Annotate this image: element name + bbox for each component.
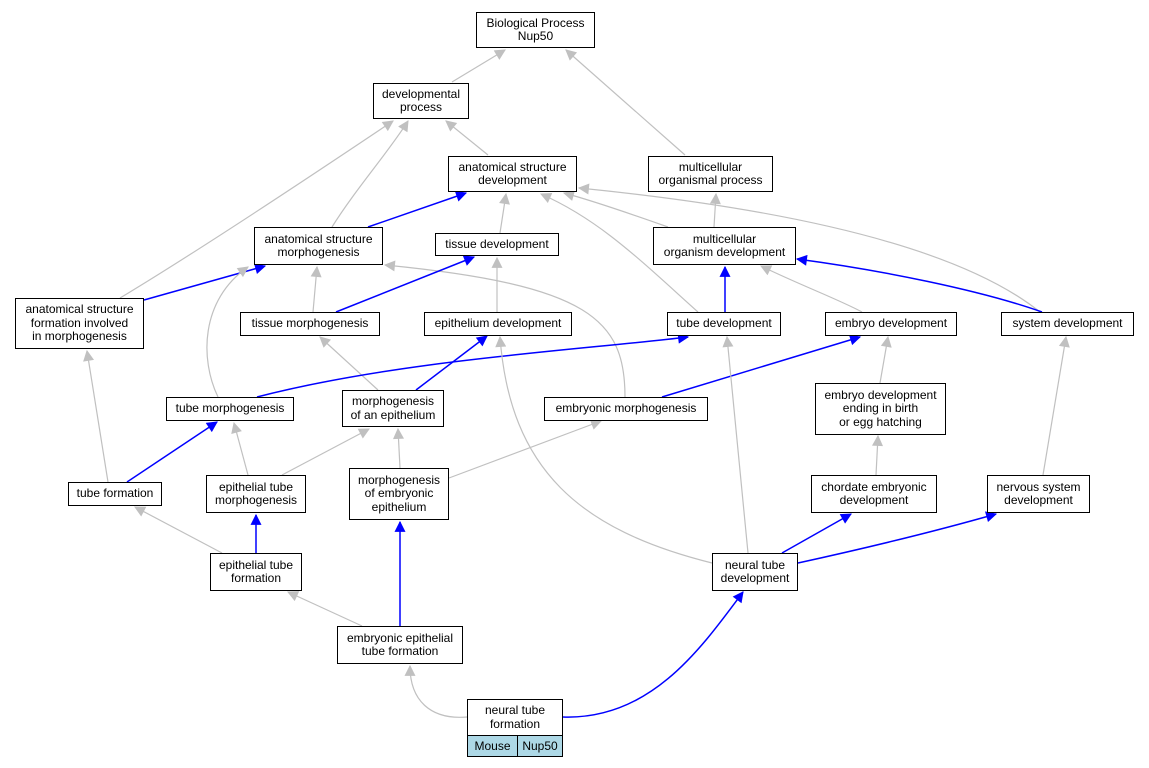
part-of-edge-27 (126, 421, 218, 483)
is-a-edge-36 (287, 591, 363, 627)
node-morphogenesis-of-an-epithelium[interactable]: morphogenesis of an epithelium (342, 390, 444, 427)
is-a-edge-7 (577, 183, 1041, 313)
is-a-edge-32 (872, 434, 883, 476)
is-a-edge-24 (879, 335, 892, 384)
node-biological-process[interactable]: Biological Process Nup50 (476, 12, 595, 48)
node-developmental-process[interactable]: developmental process (373, 83, 469, 119)
part-of-edge-37 (781, 513, 852, 554)
is-a-edge-1 (565, 49, 686, 156)
gene-tag: Nup50 (517, 735, 563, 757)
is-a-edge-18 (760, 265, 863, 313)
is-a-edge-8 (499, 192, 510, 234)
node-anatomical-structure-formation[interactable]: anatomical structure formation involved … (15, 298, 144, 349)
is-a-edge-11 (383, 260, 626, 398)
is-a-edge-28 (231, 421, 249, 476)
node-nervous-system-development[interactable]: nervous system development (987, 475, 1090, 513)
is-a-edge-34 (134, 506, 223, 554)
is-a-edge-25 (1042, 335, 1070, 476)
node-epithelial-tube-formation[interactable]: epithelial tube formation (210, 553, 302, 591)
is-a-edge-3 (119, 120, 394, 299)
node-tube-formation[interactable]: tube formation (68, 482, 162, 506)
is-a-edge-21 (319, 336, 379, 391)
node-system-development[interactable]: system development (1001, 312, 1134, 336)
part-of-edge-22 (256, 332, 690, 398)
node-embryonic-epithelial-tube-formation[interactable]: embryonic epithelial tube formation (337, 626, 463, 664)
part-of-edge-14 (143, 263, 267, 301)
part-of-edge-13 (335, 255, 476, 313)
part-of-edge-20 (415, 335, 488, 391)
is-a-edge-31 (448, 419, 603, 479)
node-epithelial-tube-morphogenesis[interactable]: epithelial tube morphogenesis (206, 475, 306, 513)
node-neural-tube-formation[interactable]: neural tube formation (467, 699, 563, 736)
is-a-edge-30 (393, 427, 404, 469)
is-a-edge-6 (562, 190, 669, 228)
node-multicellular-organism-development[interactable]: multicellular organism development (653, 227, 796, 265)
node-anatomical-structure-morphogenesis[interactable]: anatomical structure morphogenesis (254, 227, 383, 265)
is-a-edge-41 (404, 664, 468, 718)
node-tube-morphogenesis[interactable]: tube morphogenesis (166, 397, 294, 421)
part-of-edge-19 (795, 254, 1043, 313)
is-a-edge-12 (310, 265, 322, 313)
is-a-edge-29 (281, 428, 370, 476)
is-a-edge-2 (445, 120, 489, 156)
node-tissue-development[interactable]: tissue development (435, 233, 559, 256)
node-tissue-morphogenesis[interactable]: tissue morphogenesis (240, 312, 380, 336)
is-a-edge-0 (451, 49, 506, 83)
node-embryonic-morphogenesis[interactable]: embryonic morphogenesis (544, 397, 708, 421)
is-a-edge-5 (709, 192, 721, 228)
part-of-edge-23 (661, 334, 862, 398)
is-a-edge-15 (206, 266, 249, 398)
node-morphogenesis-of-embryonic-epithelium[interactable]: morphogenesis of embryonic epithelium (349, 468, 449, 520)
is-a-edge-26 (83, 349, 109, 483)
is-a-edge-40 (495, 335, 713, 564)
node-multicellular-organismal-process[interactable]: multicellular organismal process (648, 156, 773, 192)
part-of-edge-9 (367, 191, 468, 228)
is-a-edge-16 (539, 192, 699, 313)
node-tube-development[interactable]: tube development (667, 312, 781, 336)
is-a-edge-4 (331, 120, 409, 228)
node-embryo-development[interactable]: embryo development (825, 312, 957, 336)
node-neural-tube-development[interactable]: neural tube development (712, 553, 798, 591)
is-a-edge-39 (722, 335, 749, 554)
node-chordate-embryonic-development[interactable]: chordate embryonic development (811, 475, 937, 513)
part-of-edge-42 (562, 591, 744, 718)
part-of-edge-38 (797, 511, 998, 564)
node-anatomical-structure-development[interactable]: anatomical structure development (448, 156, 577, 192)
node-embryo-development-ending-in-birth[interactable]: embryo development ending in birth or eg… (815, 383, 946, 435)
node-epithelium-development[interactable]: epithelium development (424, 312, 572, 336)
species-tag: Mouse (467, 735, 518, 757)
